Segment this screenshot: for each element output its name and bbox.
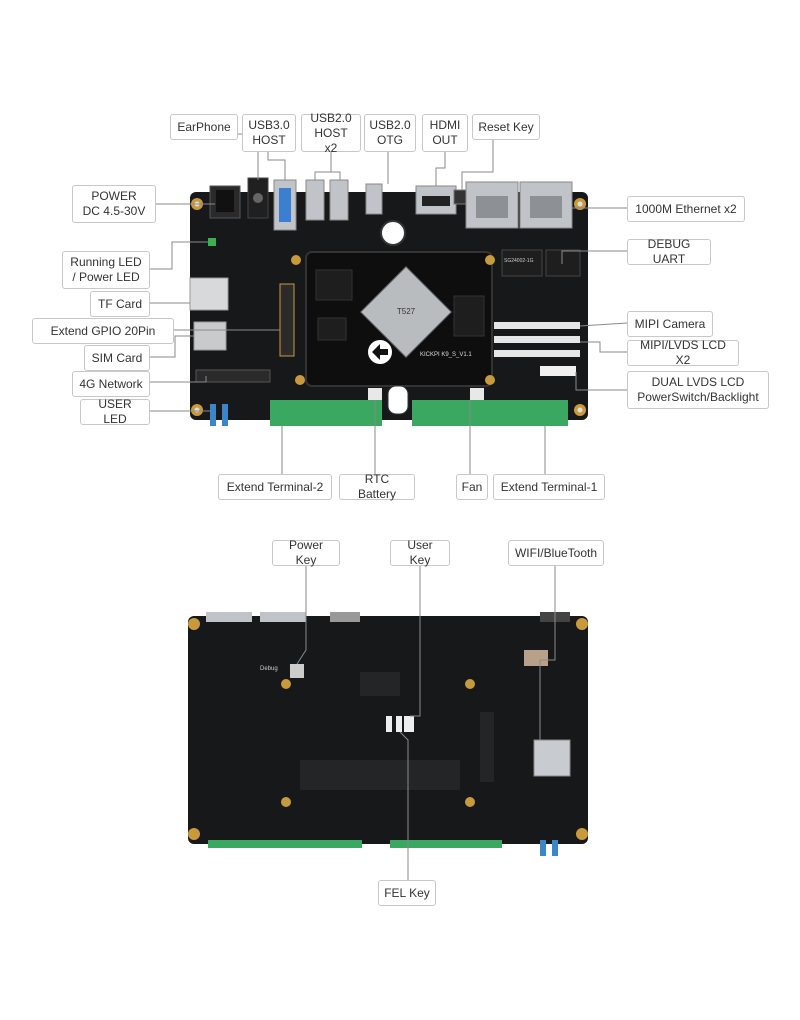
label-power-key: Power Key [272,538,340,567]
label-debug-uart: DEBUG UART [627,237,711,266]
label-extend-terminal-2: Extend Terminal-2 [218,474,332,500]
label-rtc-battery: RTC Battery [339,472,415,501]
label-extend-gpio: Extend GPIO 20Pin [32,318,174,344]
label-mipi-lvds: MIPI/LVDS LCD X2 [627,338,739,367]
label-usb3-host: USB3.0 HOST [242,114,296,152]
chip-marking: T527 [397,307,416,316]
label-user-led: USER LED [80,397,150,426]
board-name-silk: KICKPI K9_S_V1.1 [420,352,472,358]
label-usb2-host: USB2.0 HOST x2 [301,111,361,155]
label-power: POWER DC 4.5-30V [72,185,156,223]
label-dual-lvds: DUAL LVDS LCD PowerSwitch/Backlight [627,371,769,409]
extend-terminal-1-block [412,400,568,426]
label-4g-network: 4G Network [72,371,150,397]
label-ethernet: 1000M Ethernet x2 [627,196,745,222]
label-sim-card: SIM Card [84,345,150,371]
label-extend-terminal-1: Extend Terminal-1 [493,474,605,500]
label-reset-key: Reset Key [472,114,540,140]
debug-silk: Debug [260,666,278,672]
label-user-key: User Key [390,538,450,567]
label-tf-card: TF Card [90,291,150,317]
label-hdmi-out: HDMI OUT [422,114,468,152]
label-mipi-camera: MIPI Camera [627,311,713,337]
label-running-led: Running LED / Power LED [62,251,150,289]
label-usb2-otg: USB2.0 OTG [364,114,416,152]
label-earphone: EarPhone [170,114,238,140]
ram-chip-silk: SG24002-1G [504,258,534,264]
label-fel-key: FEL Key [378,880,436,906]
label-wifi-bt: WIFI/BlueTooth [508,540,604,566]
extend-terminal-2-block [270,400,382,426]
label-fan: Fan [456,474,488,500]
